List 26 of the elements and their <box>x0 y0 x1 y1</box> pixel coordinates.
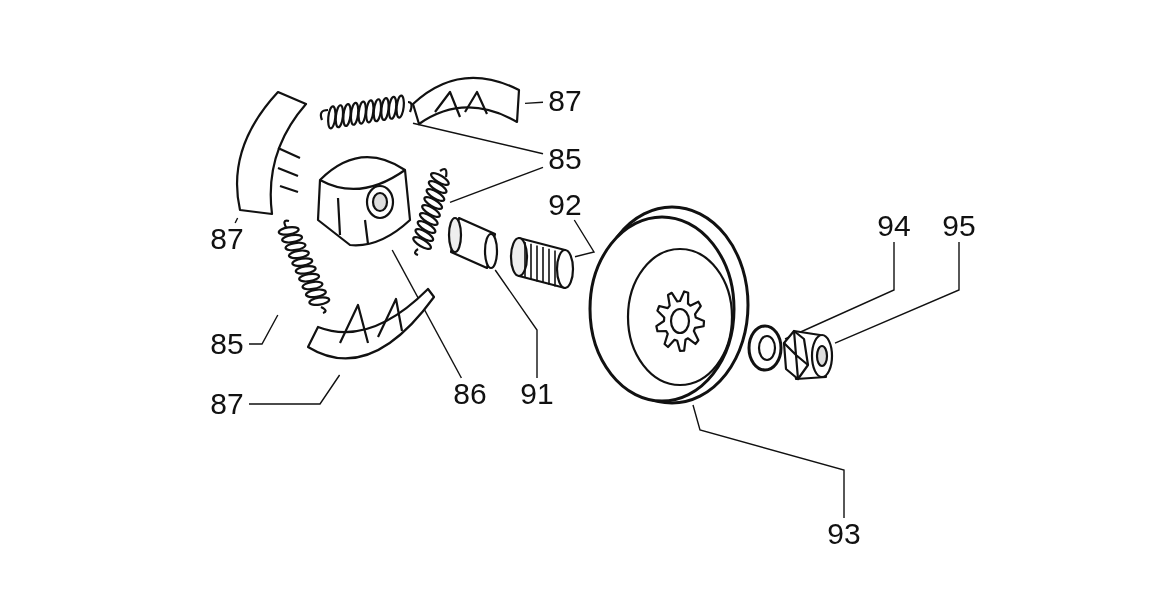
callout-number: 95 <box>937 210 981 242</box>
leader-line <box>449 166 544 204</box>
leader-line <box>248 374 341 405</box>
callout-number: 87 <box>205 223 249 255</box>
leader-line <box>234 217 239 224</box>
callout-number: 94 <box>872 210 916 242</box>
callout-number: 85 <box>543 143 587 175</box>
leader-line <box>692 404 845 519</box>
leader-line <box>412 122 544 155</box>
leader-line <box>834 241 960 344</box>
spring-drawing <box>410 165 450 255</box>
leader-line <box>494 269 538 379</box>
leader-line <box>784 241 895 340</box>
callout-number: 92 <box>543 190 587 220</box>
callout-number: 93 <box>822 518 866 550</box>
washer-drawing <box>745 322 785 374</box>
callout-number: 87 <box>205 388 249 420</box>
callout-number: 87 <box>543 85 587 117</box>
leader-line <box>248 314 279 345</box>
leader-line <box>573 219 596 258</box>
leader-line <box>391 249 463 379</box>
callout-number: 86 <box>448 378 492 410</box>
leader-line <box>524 101 544 105</box>
callout-number: 85 <box>205 328 249 360</box>
spring-drawing <box>318 92 413 132</box>
callout-number: 91 <box>515 378 559 410</box>
